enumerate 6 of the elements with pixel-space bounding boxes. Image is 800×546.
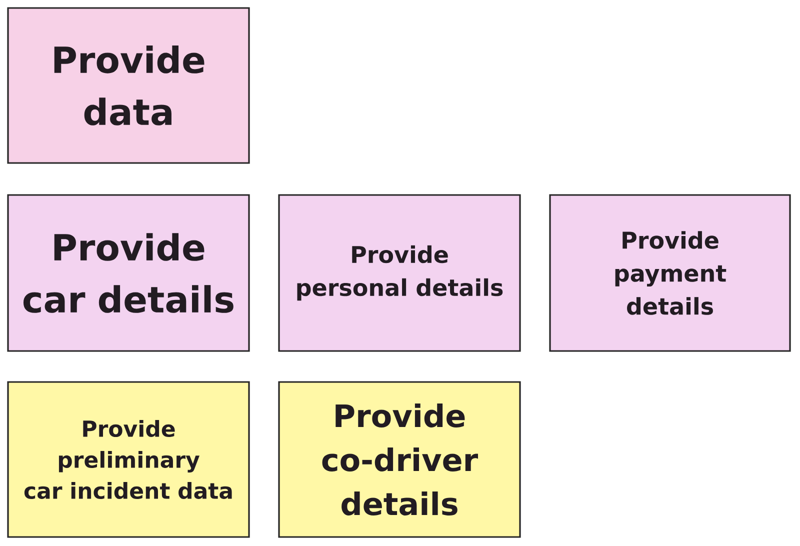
sticky-note: Provide payment details xyxy=(549,194,791,352)
sticky-note: Provide co-driver details xyxy=(278,381,521,538)
sticky-note: Provide car details xyxy=(7,194,250,352)
sticky-note: Provide preliminary car incident data xyxy=(7,381,250,538)
sticky-note: Provide data xyxy=(7,7,250,164)
sticky-note: Provide personal details xyxy=(278,194,521,352)
